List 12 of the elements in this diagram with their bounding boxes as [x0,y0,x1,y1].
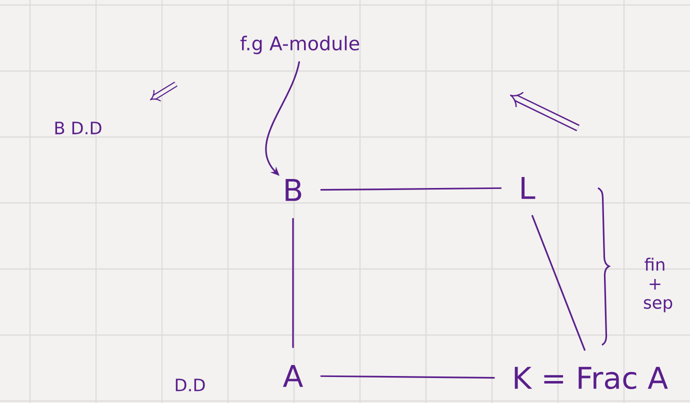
object-letter: B [286,179,302,201]
annotation: D.D [176,378,205,392]
term-text: f.g A-module [240,36,360,54]
object-letter: K = Frac A [514,366,668,390]
object-letter: A [282,365,304,387]
connecting-line [320,187,502,191]
connecting-line [292,218,294,348]
annotation: B D.D [55,122,102,134]
object-letter: L [522,177,536,199]
connecting-line [531,214,586,351]
connecting-line [320,375,495,379]
annotation: fin + sep [644,258,672,312]
